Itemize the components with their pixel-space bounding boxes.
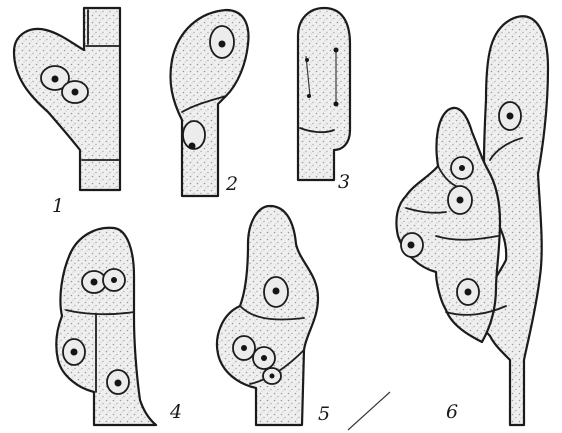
panel-2: 2 — [170, 10, 248, 196]
panel-3: 3 — [298, 8, 350, 193]
panel-label-4: 4 — [169, 401, 182, 423]
panel-label-1: 1 — [52, 195, 64, 217]
panel-label-5: 5 — [318, 403, 330, 425]
panel-label-6: 6 — [446, 401, 458, 423]
panel-1: 1 — [14, 8, 120, 217]
panel-label-2: 2 — [225, 173, 238, 195]
panel-5: 5 — [217, 206, 390, 430]
panel-label-3: 3 — [338, 171, 350, 193]
panel-4: 4 — [56, 228, 182, 425]
panel-6: 6 — [396, 16, 548, 425]
